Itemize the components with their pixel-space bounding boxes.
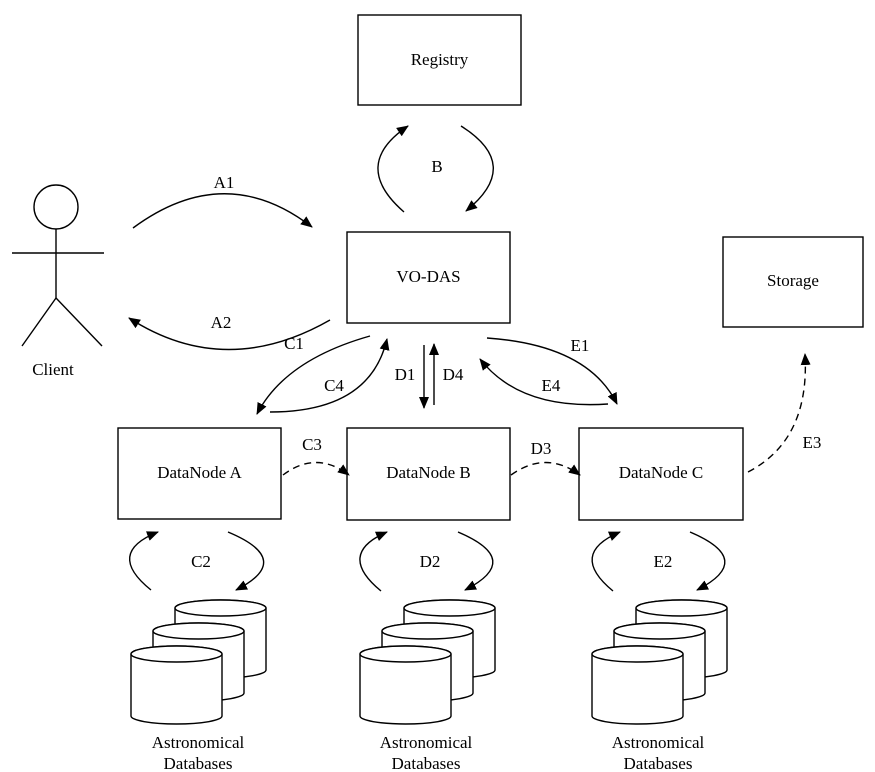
edge-label-c1: C1 xyxy=(284,334,304,353)
arrow-e2-up xyxy=(591,531,621,592)
arrow-c2-up xyxy=(129,531,159,591)
edge-label-d1: D1 xyxy=(395,365,416,384)
db-c-label-line2: Databases xyxy=(624,754,693,772)
database-cylinder xyxy=(359,645,452,725)
arrow-b-down xyxy=(460,125,494,212)
edge-label-d4: D4 xyxy=(443,365,464,384)
edge-label-c3: C3 xyxy=(302,435,322,454)
arrow-d2-down xyxy=(457,531,494,591)
edge-label-b: B xyxy=(431,157,442,176)
arrow-a1 xyxy=(132,193,313,229)
arrow-e4 xyxy=(479,358,609,406)
edge-label-d3: D3 xyxy=(531,439,552,458)
datanode-b-label: DataNode B xyxy=(386,463,471,482)
datanode-a-label: DataNode A xyxy=(157,463,242,482)
datanode-a: DataNode A xyxy=(117,427,282,520)
edge-label-a1: A1 xyxy=(214,173,235,192)
db-b-label-line2: Databases xyxy=(392,754,461,772)
db-c-label-line1: Astronomical xyxy=(612,733,705,752)
database-stack-b-icon xyxy=(359,599,496,725)
arrow-b-up xyxy=(377,125,409,213)
storage-label: Storage xyxy=(767,271,819,290)
storage-node: Storage xyxy=(722,236,864,328)
edge-label-e3: E3 xyxy=(803,433,822,452)
database-stack-c-icon xyxy=(591,599,728,725)
arrow-c1 xyxy=(256,335,371,415)
arrow-e2-down xyxy=(689,531,726,591)
arrow-c2-down xyxy=(227,531,265,591)
db-a-label-line2: Databases xyxy=(164,754,233,772)
client-actor-icon xyxy=(12,184,104,347)
datanode-c-label: DataNode C xyxy=(619,463,704,482)
edge-label-c2: C2 xyxy=(191,552,211,571)
vodas-label: VO-DAS xyxy=(396,267,460,286)
registry-node: Registry xyxy=(357,14,522,106)
arrow-a2 xyxy=(128,317,331,351)
db-a-label-line1: Astronomical xyxy=(152,733,245,752)
vodas-node: VO-DAS xyxy=(346,231,511,324)
arrow-d3 xyxy=(510,461,581,476)
datanode-c: DataNode C xyxy=(578,427,744,521)
arrow-e1 xyxy=(486,337,618,405)
edge-label-c4: C4 xyxy=(324,376,344,395)
datanode-b: DataNode B xyxy=(346,427,511,521)
database-cylinder xyxy=(591,645,684,725)
arrow-c4 xyxy=(269,338,390,413)
edge-label-e4: E4 xyxy=(542,376,561,395)
arrow-c3 xyxy=(282,461,350,476)
database-stack-a-icon xyxy=(130,599,267,725)
arrow-d2-up xyxy=(359,531,388,592)
edge-label-d2: D2 xyxy=(420,552,441,571)
edge-label-e1: E1 xyxy=(571,336,590,355)
arrow-e3 xyxy=(747,353,811,473)
client-label: Client xyxy=(32,360,74,379)
registry-label: Registry xyxy=(411,50,469,69)
edge-label-a2: A2 xyxy=(211,313,232,332)
db-b-label-line1: Astronomical xyxy=(380,733,473,752)
database-cylinder xyxy=(130,645,223,725)
edge-label-e2: E2 xyxy=(654,552,673,571)
